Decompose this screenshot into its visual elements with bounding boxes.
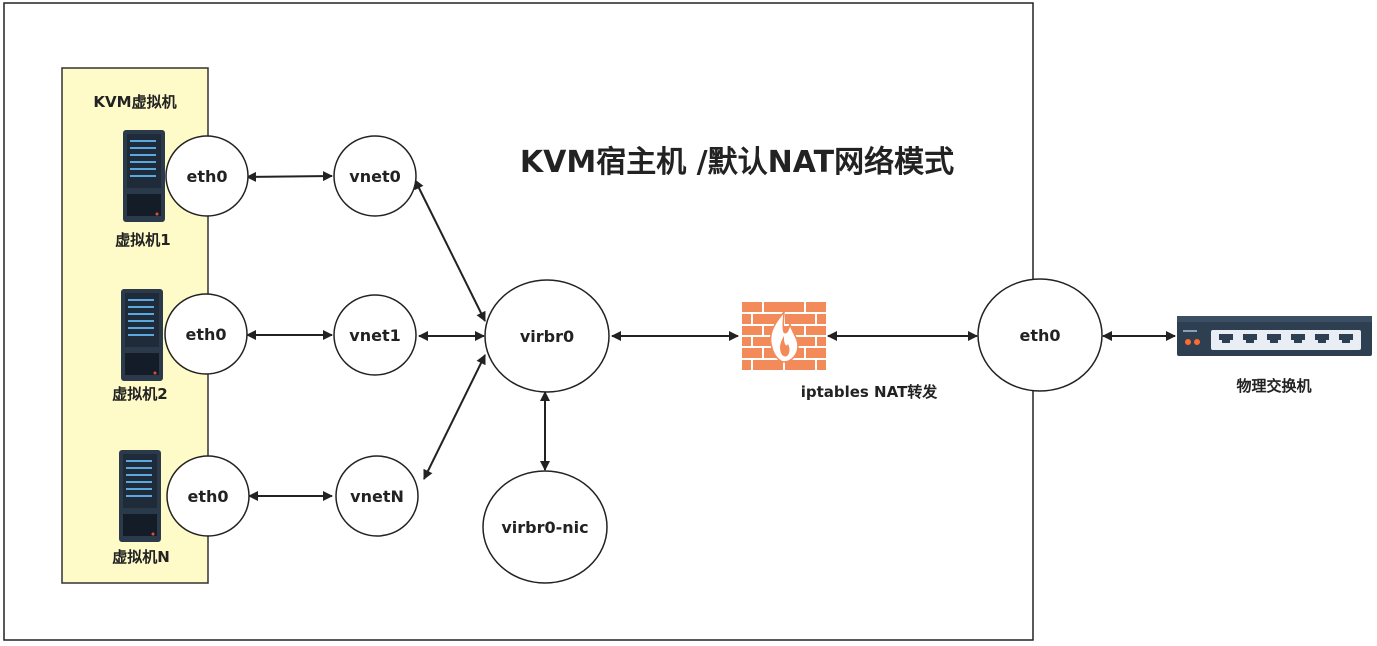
link-vnetN-virbr0: [423, 354, 486, 480]
bridge-node: [484, 279, 610, 393]
switch-icon: [1177, 316, 1372, 356]
firewall-label: iptables NAT转发: [801, 383, 939, 401]
vnet-label: vnet1: [349, 326, 400, 345]
host-nic-label: eth0: [1019, 326, 1060, 345]
vnet-node: [335, 455, 419, 537]
firewall-icon: [742, 302, 826, 370]
vnet-label: vnetN: [350, 487, 404, 506]
diagram-title: KVM宿主机 /默认NAT网络模式: [520, 145, 954, 180]
switch-label: 物理交换机: [1236, 377, 1311, 395]
vm-group-title: KVM虚拟机: [93, 93, 176, 111]
vm-label: 虚拟机N: [112, 548, 170, 566]
vnet-node: [333, 294, 417, 376]
vm-label: 虚拟机2: [112, 385, 167, 403]
vm-nic-node: [164, 293, 248, 375]
server-icon: [121, 289, 163, 381]
vm-nic-node: [165, 135, 249, 217]
server-icon: [119, 450, 161, 542]
vm-nic-label: eth0: [186, 167, 227, 186]
link-vnet0-virbr0: [414, 179, 486, 322]
bridge-label: virbr0: [520, 327, 574, 346]
vm-nic-label: eth0: [187, 487, 228, 506]
host-nic-node: [977, 278, 1103, 392]
link-eth0-vnet0: [246, 171, 333, 182]
vm-label: 虚拟机1: [115, 231, 170, 249]
vm-nic-node: [166, 455, 250, 537]
bridge-nic-label: virbr0-nic: [501, 518, 588, 537]
vm-nic-label: eth0: [185, 325, 226, 344]
server-icon: [123, 130, 165, 222]
vnet-node: [333, 135, 417, 217]
bridge-nic-node: [482, 470, 608, 584]
vnet-label: vnet0: [349, 167, 400, 186]
